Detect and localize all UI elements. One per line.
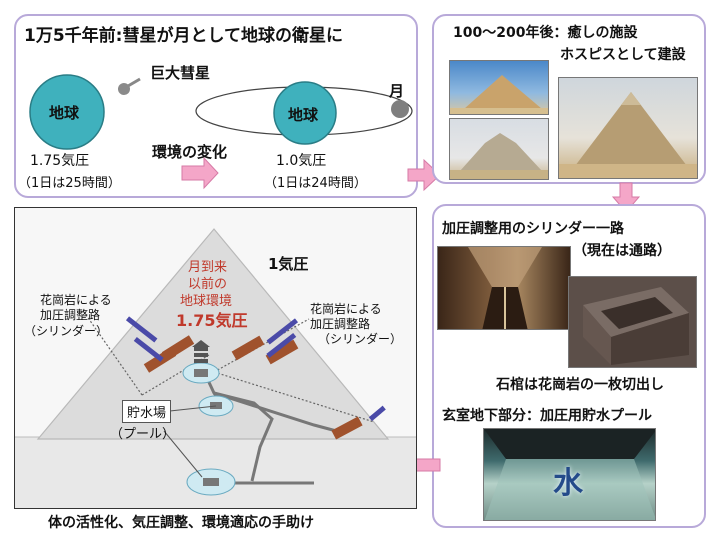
earth-after-label: 地球	[288, 106, 319, 124]
pyramid-shape	[36, 228, 390, 440]
right-cylinder-line2: 加圧調整路	[310, 317, 371, 331]
left-cylinder-line3: （シリンダー）	[24, 324, 109, 338]
change-label: 環境の変化	[152, 143, 228, 161]
cross-section-diagram	[15, 228, 416, 508]
sarcophagus-photo	[568, 276, 697, 368]
pool-label: （プール）	[110, 427, 176, 442]
hospice-subtitle: ホスピスとして建設	[560, 47, 686, 63]
bottom-caption: 体の活性化、気圧調整、環境適応の手助け	[48, 515, 314, 531]
pyramid-photo-red	[449, 60, 549, 115]
reservoir-label: 貯水場	[122, 400, 172, 423]
pool-title: 玄室地下部分：加圧用貯水プール	[442, 408, 652, 424]
cylinder-title: 加圧調整用のシリンダー一路	[442, 221, 624, 237]
pressure-after: 1.0気圧	[276, 153, 327, 169]
earth-after-circle	[273, 81, 337, 145]
granite-block-right-2	[265, 339, 299, 365]
center-line3: 地球環境	[180, 294, 233, 309]
relieving-chambers	[192, 340, 210, 363]
granite-block-right-1	[231, 335, 265, 361]
panel-moon-origin-title: 1万5千年前:彗星が月として地球の衛星に	[24, 26, 343, 46]
comet-icon	[118, 77, 141, 95]
pressure-before: 1.75気圧	[30, 153, 90, 169]
right-cylinder-line3: （シリンダー）	[318, 332, 403, 346]
pool-photo	[483, 428, 656, 521]
granite-block-right-3	[331, 416, 363, 440]
center-line1: 月到来	[188, 260, 228, 275]
pyramid-photo-bent	[449, 118, 549, 180]
moon-label: 月	[389, 82, 405, 100]
passage-photo	[437, 246, 571, 330]
sarcophagus-caption: 石棺は花崗岩の一枚切出し	[496, 377, 664, 393]
change-arrow	[181, 156, 219, 190]
moon-circle	[391, 100, 409, 118]
atmosphere-label: 1気圧	[268, 255, 309, 273]
right-cylinder-line1: 花崗岩による	[310, 302, 382, 316]
earth-before-circle	[29, 74, 105, 150]
pool-water-char: 水	[553, 466, 583, 501]
cylinder-note: （現在は通路）	[573, 243, 671, 259]
left-cylinder-line2: 加圧調整路	[40, 308, 101, 322]
pyramid-photo-khafre	[558, 77, 698, 179]
day-before: （1日は25時間）	[18, 176, 121, 191]
left-cylinder-line1: 花崗岩による	[40, 293, 112, 307]
comet-label: 巨大彗星	[150, 64, 211, 82]
moon-origin-diagram	[29, 74, 413, 190]
center-line2: 以前の	[188, 277, 228, 292]
hospice-title: 100〜200年後：癒しの施設	[453, 25, 638, 41]
center-pressure: 1.75気圧	[176, 311, 248, 330]
earth-before-label: 地球	[49, 104, 80, 122]
day-after: （1日は24時間）	[264, 176, 367, 191]
